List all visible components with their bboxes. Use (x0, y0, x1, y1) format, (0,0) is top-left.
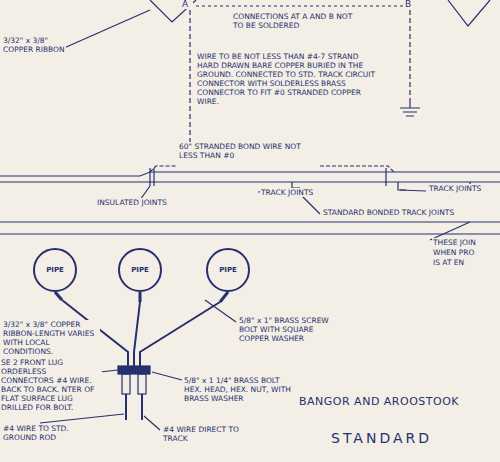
wire (126, 394, 142, 420)
connector-lug (122, 374, 130, 394)
note-text: TRACK JOINTS (260, 188, 328, 197)
note-text: 3/32" x 3/8" COPPER RIBBON-LENGTH VARIES… (2, 320, 100, 356)
title-block-text: BANGOR AND AROOSTOOK (298, 395, 495, 408)
pipe-label: PIPE (46, 266, 64, 274)
note-text: WIRE TO BE NOT LESS THAN #4-7 STRAND HAR… (196, 52, 378, 106)
note-text: INSULATED JOINTS (96, 198, 182, 207)
copper-ribbon (448, 0, 490, 26)
pipe-lug (55, 292, 228, 302)
connector-lug (138, 374, 146, 394)
leader-line (64, 10, 150, 48)
leader-line (100, 370, 182, 380)
note-text: THESE JOIN (432, 238, 498, 247)
note-text: CONNECTIONS AT A AND B NOT TO BE SOLDERE… (232, 12, 364, 30)
note-text: IS AT EN (432, 258, 498, 267)
rail (0, 181, 500, 182)
note-text: #4 WIRE TO STD. GROUND ROD (2, 424, 96, 442)
pipe-circle: PIPE (33, 248, 77, 292)
ground-symbol (400, 98, 420, 116)
note-text: #4 WIRE DIRECT TO TRACK (162, 425, 259, 443)
note-text: SE 2 FRONT LUG ORDERLESS CONNECTORS #4 W… (0, 358, 102, 412)
note-text: 5/8" x 1 1/4" BRASS BOLT HEX. HEAD, HEX.… (183, 376, 295, 403)
rail (0, 221, 500, 222)
title-block-text: STANDARD (330, 430, 492, 446)
pipe-circle: PIPE (206, 248, 250, 292)
border-line (0, 233, 500, 234)
rail (0, 172, 500, 176)
bond-wire (150, 166, 394, 172)
copper-ribbon (150, 0, 196, 22)
bond-wire (409, 10, 410, 98)
note-text: 5/8" x 1" BRASS SCREW BOLT WITH SQUARE C… (238, 316, 340, 343)
note-text: 3/32" x 3/8" COPPER RIBBON (2, 36, 66, 54)
point-letter: A (181, 0, 193, 9)
note-text: TRACK JOINTS (428, 184, 496, 193)
point-letter: B (404, 0, 416, 9)
insulated-joint (150, 168, 154, 186)
bond-wire (189, 10, 190, 145)
note-text: WHEN PRO (432, 248, 498, 257)
note-text: 60" STRANDED BOND WIRE NOT LESS THAN #0 (178, 142, 320, 160)
pipe-label: PIPE (219, 266, 237, 274)
brass-bolt (118, 366, 150, 374)
bond-wire (190, 5, 410, 6)
note-text: STANDARD BONDED TRACK JOINTS (322, 208, 474, 217)
pipe-label: PIPE (131, 266, 149, 274)
pipe-circle: PIPE (118, 248, 162, 292)
